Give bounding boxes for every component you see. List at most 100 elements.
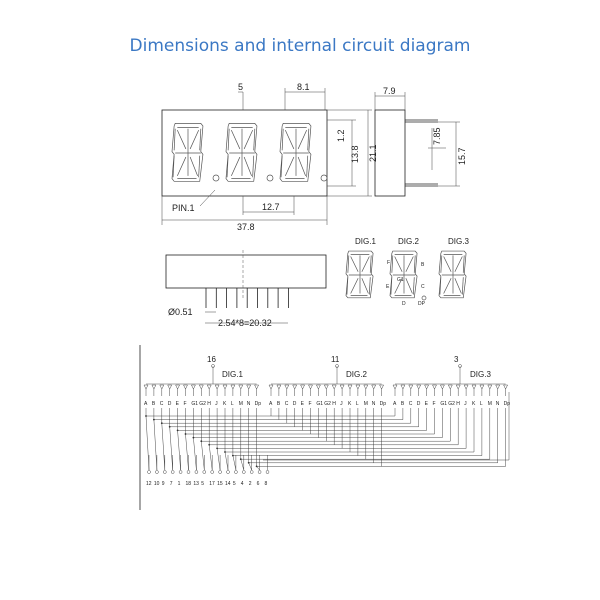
dim-15-7: 15.7 — [457, 147, 467, 165]
led-diode-icon — [191, 384, 196, 390]
led-diode-icon — [159, 384, 165, 390]
segment-name-label: C — [409, 401, 413, 407]
segment-name-label: B — [277, 401, 281, 407]
pin-lead-wire — [248, 462, 252, 471]
led-diode-icon — [284, 384, 290, 390]
circuit-dig2-label: DIG.2 — [346, 370, 367, 379]
segment-name-label: F — [184, 401, 187, 407]
led-diode-icon — [347, 384, 353, 390]
bottom-pin-node — [155, 470, 159, 474]
circuit-dig1-label: DIG.1 — [222, 370, 243, 379]
page-title: Dimensions and internal circuit diagram — [129, 36, 471, 56]
common-pin-16: 16 — [207, 355, 216, 364]
pin-lead-wire — [193, 437, 197, 471]
segment-name-label: F — [433, 401, 436, 407]
segment-name-label: L — [480, 401, 483, 407]
led-diode-icon — [331, 384, 337, 390]
segment-name-label: D — [293, 401, 297, 407]
led-diode-icon — [246, 384, 252, 390]
led-diode-icon — [230, 384, 236, 390]
segment-name-label: G2 — [324, 401, 331, 407]
led-diode-icon — [316, 384, 321, 390]
segment-name-label: A — [393, 401, 397, 407]
common-pin-11: 11 — [331, 355, 340, 364]
seg-f-label: F — [387, 260, 390, 266]
display-digit-2 — [226, 123, 257, 181]
segment-diagram-dig1 — [346, 251, 373, 298]
side-view: 7.9 15.7 7.85 — [374, 86, 467, 197]
dim-37-8: 37.8 — [237, 222, 255, 232]
dim-7-9: 7.9 — [383, 86, 396, 96]
front-view: 5 8.1 21.1 13.8 1.2 37.8 12.7 PIN.1 — [161, 82, 378, 232]
segment-name-label: A — [144, 401, 148, 407]
led-diode-icon — [471, 384, 477, 390]
bottom-pin-node — [234, 470, 238, 474]
seg-dp-label: DP — [418, 301, 426, 307]
led-diode-icon — [455, 384, 461, 390]
pin-lead-wire — [208, 444, 213, 471]
bottom-pin-node — [218, 470, 222, 474]
bottom-pin-node — [147, 470, 151, 474]
pin-lead-wire — [201, 441, 205, 471]
dim-0-51: Ø0.51 — [168, 307, 193, 317]
bottom-pin-label: 9 — [162, 481, 165, 487]
segment-name-label: A — [269, 401, 273, 407]
pin-lead-wire — [240, 459, 245, 471]
bottom-pin-label: 5 — [233, 481, 236, 487]
bottom-pin-label: 2 — [249, 481, 252, 487]
display-digit-2-dp — [266, 174, 274, 182]
pin-lead-wire — [153, 419, 158, 471]
led-diode-icon — [440, 384, 445, 390]
seg-dig2-label: DIG.2 — [398, 237, 419, 246]
bottom-view: Ø0.51 2.54*8=20.32 — [165, 250, 327, 328]
pin-lead-wire — [216, 448, 221, 471]
bottom-pin-label: 1 — [178, 481, 181, 487]
led-diode-icon — [238, 384, 244, 390]
led-diode-icon — [408, 384, 414, 390]
pin-lead-wire — [169, 426, 173, 471]
segment-name-label: K — [348, 401, 352, 407]
segment-name-label: D — [417, 401, 421, 407]
segment-name-label: K — [472, 401, 476, 407]
segment-name-label: Dp — [504, 401, 511, 407]
segment-name-label: H — [207, 401, 211, 407]
led-diode-icon — [143, 384, 149, 390]
bottom-pin-label: 8 — [265, 481, 268, 487]
led-diode-icon — [463, 384, 469, 390]
bottom-pin-node — [170, 470, 175, 474]
display-digit-1 — [172, 123, 203, 181]
led-diode-icon — [424, 384, 429, 390]
led-diode-icon — [268, 384, 274, 390]
segment-name-label: M — [364, 401, 368, 407]
segment-name-label: B — [401, 401, 405, 407]
led-diode-icon — [363, 384, 369, 390]
led-diode-icon — [276, 384, 282, 390]
led-diode-icon — [487, 384, 493, 390]
common-pin-node — [458, 364, 462, 368]
segment-name-label: G1 — [316, 401, 323, 407]
bottom-pin-label: 5 — [201, 481, 204, 487]
segment-name-label: B — [152, 401, 156, 407]
segment-diagram-dig2 — [390, 251, 417, 298]
segment-name-label: N — [496, 401, 500, 407]
segment-name-label: H — [456, 401, 460, 407]
pin-lead-wire — [177, 430, 181, 471]
bottom-pin-node — [265, 470, 270, 474]
bottom-pin-node — [249, 470, 254, 474]
segment-name-label: N — [372, 401, 376, 407]
segment-diagram-dig3 — [439, 251, 466, 298]
led-diode-icon — [503, 384, 508, 390]
segment-name-label: J — [215, 401, 218, 407]
bottom-pin-node — [202, 470, 207, 474]
common-pin-node — [211, 364, 215, 368]
dim-5: 5 — [238, 82, 243, 92]
segment-name-label: H — [332, 401, 336, 407]
seg-dig3-label: DIG.3 — [448, 237, 469, 246]
bottom-pin-label: 4 — [241, 481, 244, 487]
bottom-pin-node — [178, 470, 183, 474]
led-diode-icon — [371, 384, 377, 390]
seg-e-label: E — [386, 284, 390, 290]
seg-dig1-label: DIG.1 — [355, 237, 376, 246]
